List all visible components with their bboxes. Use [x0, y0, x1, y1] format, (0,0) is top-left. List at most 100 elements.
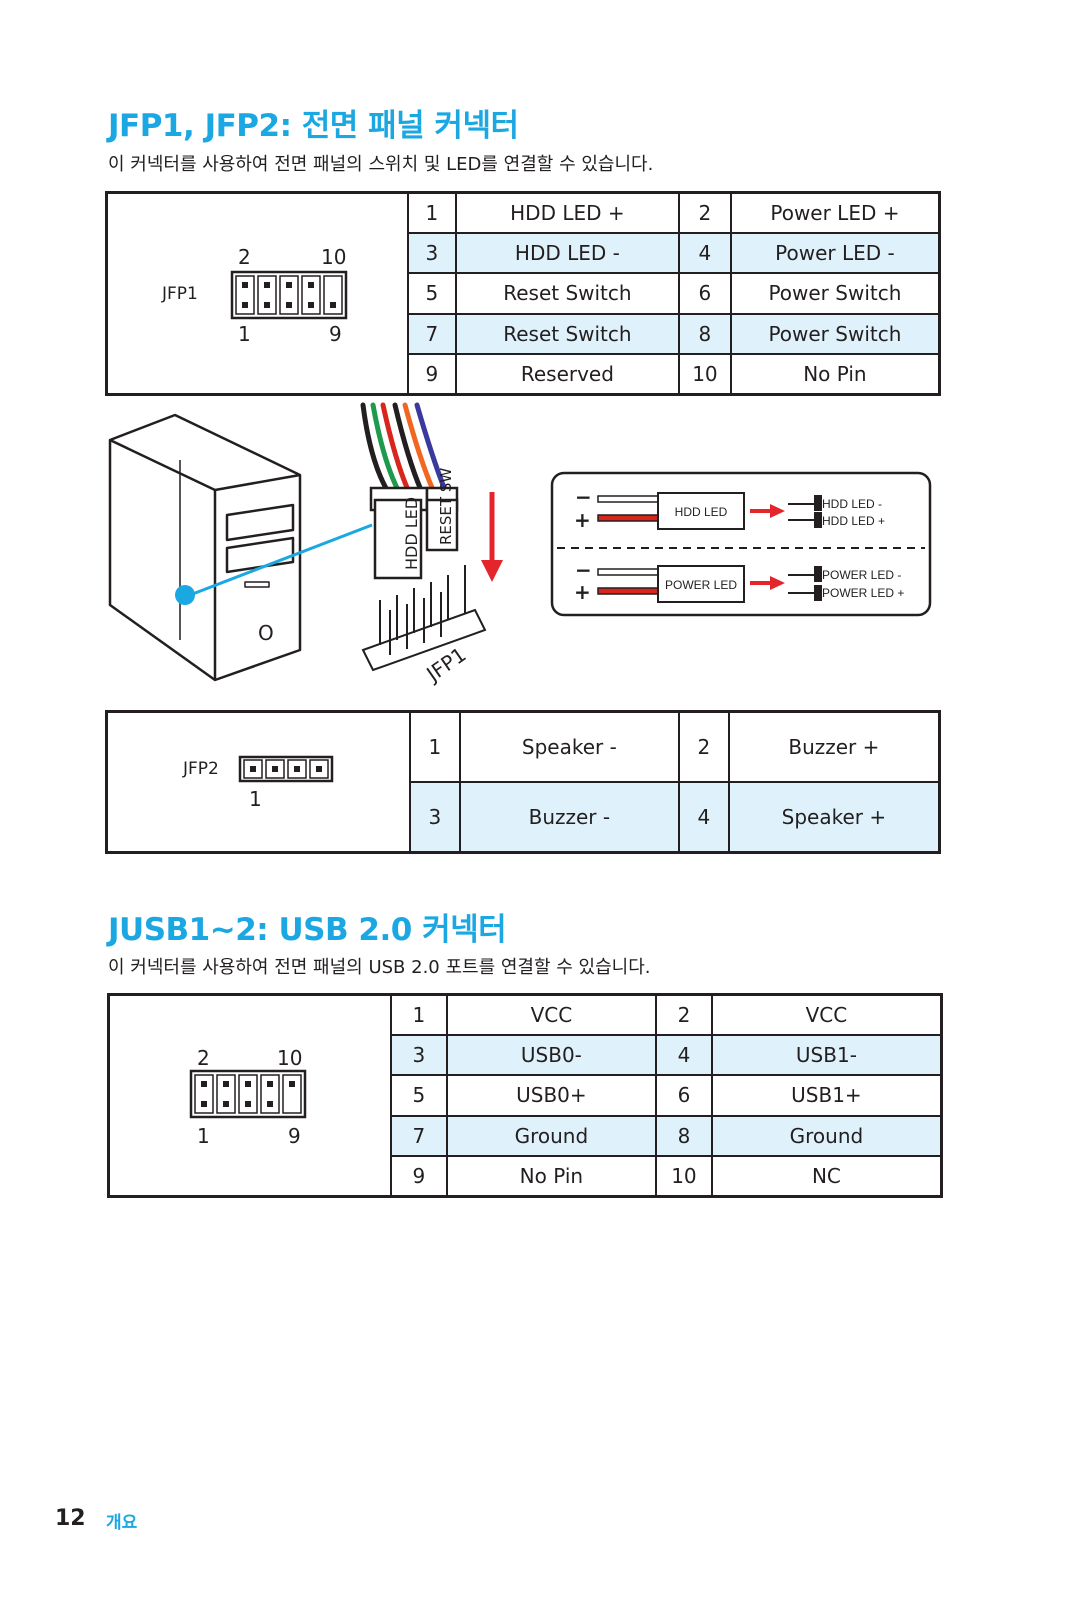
pin-signal: Power Switch	[729, 272, 941, 315]
pin-number: 2	[655, 993, 713, 1037]
pin-number: 3	[390, 1034, 448, 1077]
minus-sign: −	[575, 485, 592, 509]
pin-signal: VCC	[445, 993, 658, 1037]
pin-number: 7	[407, 312, 457, 355]
footer-section-label: 개요	[106, 1513, 138, 1533]
pin-signal: Speaker -	[458, 711, 680, 783]
pin-number: 3	[407, 232, 457, 275]
pin-signal: Power LED -	[729, 232, 941, 275]
hdd-led-pins-icon	[788, 495, 822, 528]
jfp1-header-diagram	[230, 270, 348, 320]
front-connector-icon	[175, 585, 195, 605]
pin-number: 6	[678, 272, 732, 315]
jfp1-pin-9-label: 9	[329, 322, 342, 346]
power-led-plus-label: POWER LED +	[822, 586, 904, 600]
jfp-section-description: 이 커넥터를 사용하여 전면 패널의 스위치 및 LED를 연결할 수 있습니다…	[108, 154, 654, 175]
power-led-box-label: POWER LED	[665, 578, 737, 592]
pin-signal: No Pin	[445, 1154, 658, 1198]
pin-number: 2	[678, 191, 732, 235]
front-panel-illustration: O HDD LED RESET SW JFP1 − + HDD	[108, 402, 932, 687]
pin-number: 6	[655, 1074, 713, 1117]
pin-signal: Reset Switch	[454, 312, 681, 355]
jfp-section-title: JFP1, JFP2: 전면 패널 커넥터	[108, 108, 519, 144]
jfp2-header-diagram	[238, 755, 334, 783]
power-led-arrow-icon	[750, 576, 785, 590]
jusb-pin-10-label: 10	[277, 1046, 303, 1070]
pin-signal: USB0-	[445, 1034, 658, 1077]
jusb-pin-9-label: 9	[288, 1124, 301, 1148]
minus-sign: −	[575, 558, 592, 582]
jfp1-label: JFP1	[162, 284, 198, 304]
cable-bundle-icon	[360, 402, 448, 493]
pin-number: 10	[678, 352, 732, 396]
jfp1-pin-1-label: 1	[238, 322, 251, 346]
jusb-pin-2-label: 2	[197, 1046, 210, 1070]
pin-number: 10	[655, 1154, 713, 1198]
pin-signal: Ground	[445, 1114, 658, 1157]
pin-number: 8	[655, 1114, 713, 1157]
usb-section-title: JUSB1~2: USB 2.0 커넥터	[108, 912, 507, 948]
insert-arrow-icon	[481, 492, 503, 582]
reset-sw-cable-label: RESET SW	[437, 468, 455, 545]
pin-signal: Power LED +	[729, 191, 941, 235]
pin-number: 7	[390, 1114, 448, 1157]
jfp1-header-pins-icon	[361, 565, 487, 672]
plus-sign: +	[574, 508, 591, 532]
pin-number: 5	[390, 1074, 448, 1117]
pin-number: 4	[677, 781, 730, 853]
jfp2-pin-1-label: 1	[249, 787, 262, 811]
jfp1-cable-connector	[369, 486, 459, 580]
pin-number: 3	[409, 781, 461, 853]
pin-number: 8	[678, 312, 732, 355]
pin-number: 5	[407, 272, 457, 315]
hdd-led-minus-label: HDD LED -	[822, 497, 882, 511]
pin-number: 1	[407, 191, 457, 235]
pin-number: 2	[677, 711, 730, 783]
leader-line	[189, 523, 373, 597]
jfp2-label: JFP2	[183, 759, 219, 779]
led-polarity-panel	[550, 471, 932, 617]
jusb-pin-1-label: 1	[197, 1124, 210, 1148]
power-led-pins-icon	[788, 566, 822, 601]
pc-case-icon: O	[108, 413, 302, 682]
pin-signal: USB1+	[710, 1074, 943, 1117]
jfp1-pin-10-label: 10	[321, 245, 347, 269]
hdd-led-plus-label: HDD LED +	[822, 514, 885, 528]
pin-signal: Speaker +	[727, 781, 941, 853]
case-power-glyph: O	[258, 621, 274, 645]
pin-signal: NC	[710, 1154, 943, 1198]
page-number: 12	[55, 1506, 86, 1531]
plus-sign: +	[574, 580, 591, 604]
pin-number: 4	[655, 1034, 713, 1077]
pin-signal: Reset Switch	[454, 272, 681, 315]
usb-section-description: 이 커넥터를 사용하여 전면 패널의 USB 2.0 포트를 연결할 수 있습니…	[108, 957, 651, 978]
pin-number: 9	[407, 352, 457, 396]
pin-signal: HDD LED -	[454, 232, 681, 275]
pin-signal: Reserved	[454, 352, 681, 396]
pin-number: 4	[678, 232, 732, 275]
hdd-led-arrow-icon	[750, 504, 785, 518]
pin-signal: No Pin	[729, 352, 941, 396]
pin-signal: USB1-	[710, 1034, 943, 1077]
pin-signal: VCC	[710, 993, 943, 1037]
jfp1-pin-2-label: 2	[238, 245, 251, 269]
pin-number: 9	[390, 1154, 448, 1198]
pin-signal: Buzzer +	[727, 711, 941, 783]
hdd-led-cable-label: HDD LED	[402, 497, 421, 570]
pin-signal: Power Switch	[729, 312, 941, 355]
jusb-header-diagram	[189, 1069, 307, 1119]
